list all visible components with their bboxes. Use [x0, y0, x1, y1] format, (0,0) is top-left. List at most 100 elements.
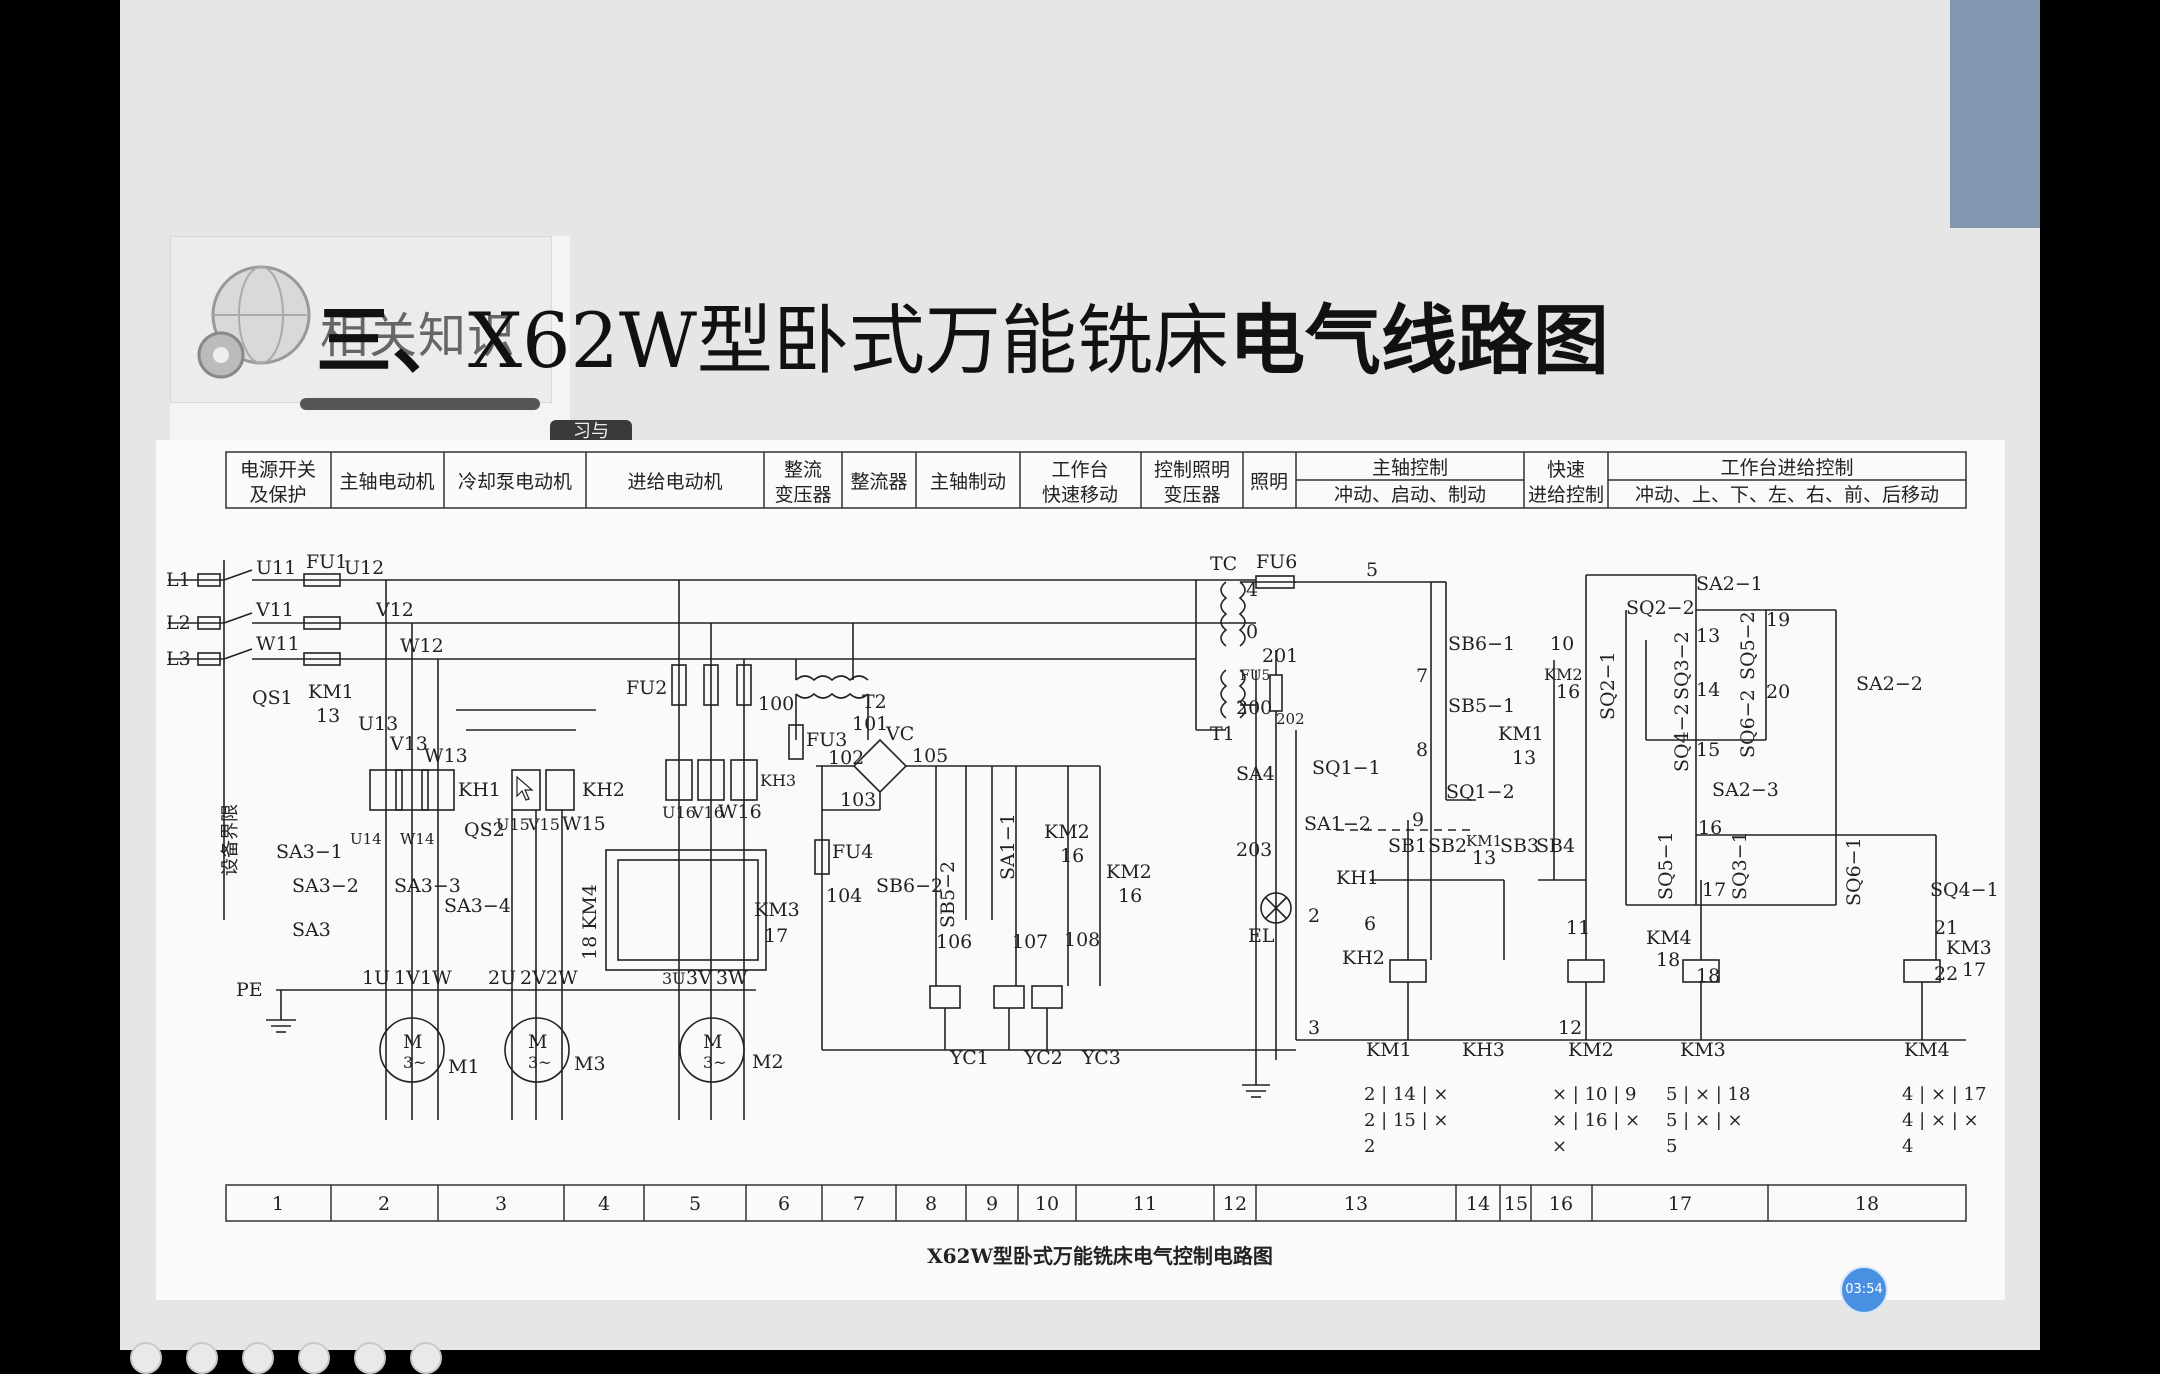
xref-km3-row2: 5 | × | ×: [1666, 1110, 1743, 1131]
lbl-8: 8: [1416, 739, 1428, 761]
lbl-KH3-ctrl: KH3: [1462, 1039, 1505, 1061]
lbl-KM3: KM3: [754, 899, 800, 921]
lbl-T1: T1: [1210, 723, 1235, 745]
lbl-M1: M1: [448, 1056, 480, 1078]
zone-17: 17: [1668, 1193, 1692, 1215]
xref-km4-row3: 4: [1902, 1136, 1913, 1157]
lbl-KM1-b: KM1: [1466, 832, 1502, 850]
lbl-SQ2-1: SQ2−1: [1597, 651, 1619, 720]
nav-dot-6[interactable]: [410, 1342, 442, 1374]
lbl-1W: 1W: [420, 967, 452, 989]
lbl-W16: W16: [718, 801, 762, 823]
lbl-SA2-3: SA2−3: [1712, 779, 1779, 801]
lbl-KH1-ctrl: KH1: [1336, 867, 1379, 889]
lbl-KH3: KH3: [760, 771, 796, 790]
hdr-spindle-ctrl: 主轴控制: [1372, 457, 1448, 479]
lbl-16-b: 16: [1118, 885, 1142, 907]
zone-11: 11: [1133, 1193, 1157, 1215]
accent-bar: [1950, 0, 2040, 228]
lbl-V12: V12: [375, 599, 414, 621]
lbl-KM4-coil: KM4: [1904, 1039, 1950, 1061]
lbl-108: 108: [1064, 929, 1100, 951]
lbl-SB6-2: SB6−2: [876, 875, 943, 897]
lbl-W15: W15: [562, 813, 606, 835]
lbl-202: 202: [1276, 710, 1305, 728]
zone-2: 2: [378, 1193, 390, 1215]
zone-14: 14: [1466, 1193, 1490, 1215]
nav-dot-1[interactable]: [130, 1342, 162, 1374]
lbl-15: 15: [1696, 739, 1720, 761]
lbl-KM2-coil: KM2: [1568, 1039, 1614, 1061]
xref-km2-row1: × | 10 | 9: [1552, 1084, 1636, 1105]
zone-7: 7: [853, 1193, 865, 1215]
lbl-SA3-1: SA3−1: [276, 841, 343, 863]
lbl-SQ5-2: SQ5−2: [1737, 611, 1759, 680]
xref-km1-row3: 2: [1364, 1136, 1375, 1157]
lbl-M2: M2: [752, 1051, 784, 1073]
lbl-KM4-b: KM4: [1646, 927, 1692, 949]
zone-numbers: 1 2 3 4 5 6 7 8 9 10 11 12 13 14 15 16 1…: [272, 1193, 1879, 1215]
lbl-203: 203: [1236, 839, 1272, 861]
logo-underline: [300, 398, 540, 410]
zone-5: 5: [689, 1193, 701, 1215]
timer-badge[interactable]: 03:54: [1840, 1266, 1888, 1314]
lbl-V11: V11: [255, 599, 294, 621]
lbl-106: 106: [936, 931, 972, 953]
hdr-table-feed-2: 冲动、上、下、左、右、前、后移动: [1635, 484, 1939, 506]
lbl-11: 11: [1566, 917, 1590, 939]
xref-km3-row1: 5 | × | 18: [1666, 1084, 1750, 1105]
slide-title: 三、X62W型卧式万能铣床电气线路图: [316, 296, 1609, 386]
lbl-6: 6: [1364, 913, 1376, 935]
contact-cross-reference: 2 | 14 | × 2 | 15 | × 2 × | 10 | 9 × | 1…: [1364, 1084, 1986, 1157]
lbl-motor-m1: M: [403, 1031, 422, 1053]
hdr-rect-transformer: 整流: [784, 459, 822, 481]
lbl-SA1-2: SA1−2: [1304, 813, 1371, 835]
nav-dot-4[interactable]: [298, 1342, 330, 1374]
lbl-SA1-1: SA1−1: [997, 813, 1019, 880]
lbl-U16: U16: [662, 803, 696, 822]
lbl-SQ3-1: SQ3−1: [1729, 831, 1751, 900]
lbl-FU6: FU6: [1256, 551, 1297, 573]
lbl-19: 19: [1766, 609, 1790, 631]
lbl-M3: M3: [574, 1053, 606, 1075]
nav-dot-5[interactable]: [354, 1342, 386, 1374]
zone-6: 6: [778, 1193, 790, 1215]
lbl-KM2-b: KM2: [1106, 861, 1152, 883]
zone-16: 16: [1549, 1193, 1573, 1215]
lbl-motor-m1-3ph: 3~: [403, 1053, 427, 1072]
lbl-4: 4: [1246, 579, 1258, 601]
lbl-13-c: 13: [1512, 747, 1536, 769]
lbl-17-c: 17: [1962, 959, 1986, 981]
lbl-W14: W14: [400, 830, 435, 848]
logo-label: 相关知识: [320, 308, 517, 364]
lbl-T2: T2: [862, 691, 887, 713]
lbl-SQ1-2: SQ1−2: [1446, 781, 1515, 803]
lbl-200: 200: [1236, 697, 1272, 719]
lbl-V15: V15: [527, 815, 560, 834]
xref-km3-row3: 5: [1666, 1136, 1677, 1157]
circuit-diagram: 电源开关 及保护 主轴电动机 冷却泵电动机 进给电动机 整流 变压器 整流器 主…: [156, 440, 2005, 1300]
lbl-SB5-1: SB5−1: [1448, 695, 1515, 717]
hdr-ctrl-light-tr-2: 变压器: [1163, 484, 1220, 506]
lbl-16-d: 16: [1698, 817, 1722, 839]
nav-dot-3[interactable]: [242, 1342, 274, 1374]
lbl-U13: U13: [358, 713, 398, 735]
xref-km2-row3: ×: [1552, 1136, 1567, 1157]
lbl-105: 105: [912, 745, 948, 767]
xref-km1-row2: 2 | 15 | ×: [1364, 1110, 1448, 1131]
hdr-table-feed: 工作台进给控制: [1720, 457, 1853, 479]
lbl-PE: PE: [236, 979, 263, 1001]
header-labels: 电源开关 及保护 主轴电动机 冷却泵电动机 进给电动机 整流 变压器 整流器 主…: [240, 457, 1939, 506]
lbl-U14: U14: [350, 830, 382, 848]
lbl-101: 101: [852, 713, 888, 735]
lbl-SQ4-1: SQ4−1: [1930, 879, 1999, 901]
nav-dot-2[interactable]: [186, 1342, 218, 1374]
lbl-KM3-coil: KM3: [1680, 1039, 1726, 1061]
lbl-KH2: KH2: [582, 779, 625, 801]
lbl-W13: W13: [424, 745, 468, 767]
zone-13: 13: [1344, 1193, 1368, 1215]
title-number: 三、: [316, 296, 468, 385]
lbl-W11: W11: [256, 633, 300, 655]
lbl-104: 104: [826, 885, 862, 907]
lbl-9: 9: [1412, 809, 1424, 831]
